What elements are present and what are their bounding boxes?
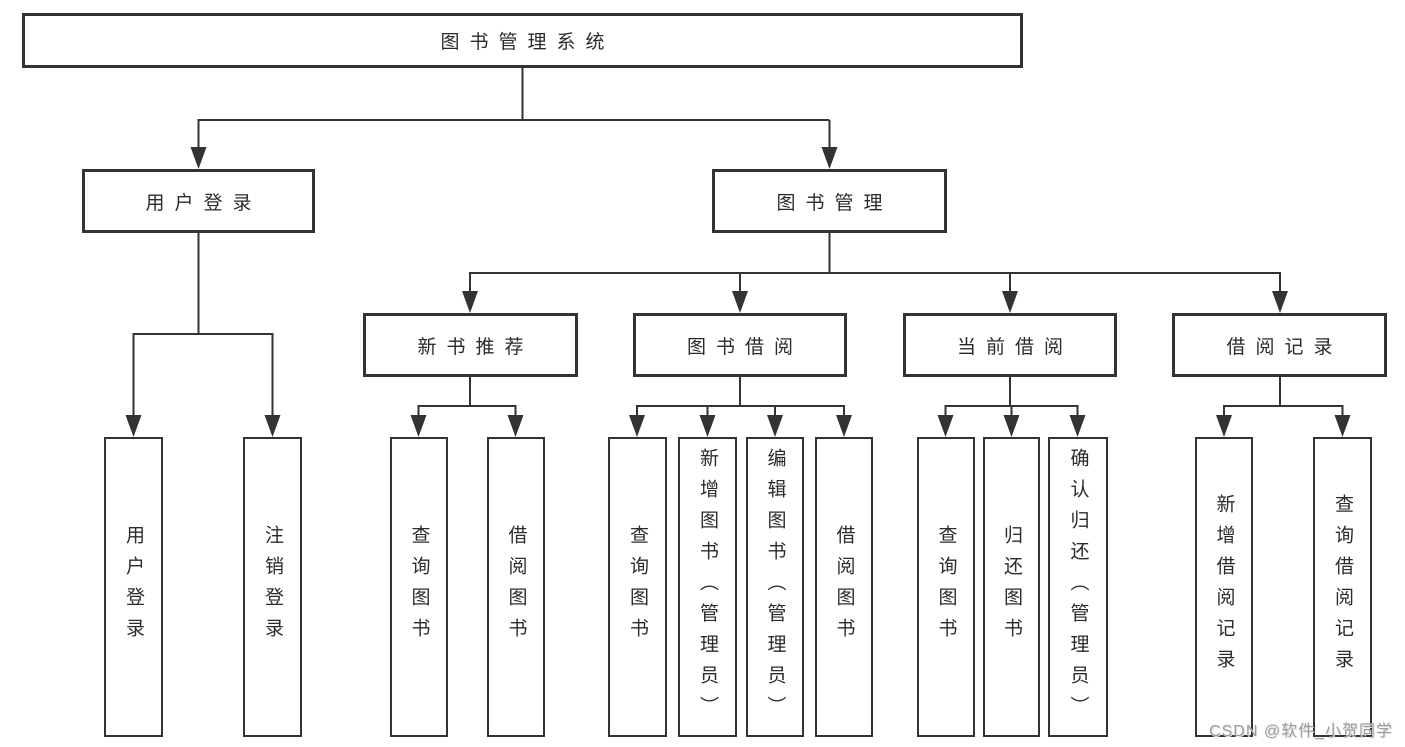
leaf-borrow-book-recommend-label: 借阅图书 [505,525,527,649]
node-borrow-records: 借阅记录 [1172,313,1387,377]
leaf-query-book-recommend-label: 查询图书 [408,525,430,649]
node-book-management: 图书管理 [712,169,947,233]
leaf-query-book-current: 查询图书 [917,437,975,737]
leaf-user-login: 用户登录 [104,437,163,737]
leaf-user-login-label: 用户登录 [123,525,144,649]
node-root-label: 图书管理系统 [440,32,615,53]
node-root: 图书管理系统 [22,13,1023,68]
node-current-borrow: 当前借阅 [903,313,1117,377]
leaf-borrow-book: 借阅图书 [815,437,873,737]
leaf-edit-book-admin-label: 编辑图书（管理员） [764,447,786,727]
node-borrow-records-label: 借阅记录 [1226,336,1343,358]
leaf-query-book-borrow-label: 查询图书 [627,525,648,649]
node-new-book-recommend-label: 新书推荐 [417,336,534,358]
leaf-add-borrow-record-label: 新增借阅记录 [1213,494,1235,680]
node-user-login-label: 用户登录 [145,192,262,214]
leaf-add-book-admin-label: 新增图书（管理员） [697,447,718,727]
node-user-login: 用户登录 [82,169,315,233]
leaf-confirm-return-admin: 确认归还（管理员） [1048,437,1108,737]
leaf-query-borrow-record: 查询借阅记录 [1313,437,1372,737]
leaf-query-book-recommend: 查询图书 [390,437,448,737]
node-current-borrow-label: 当前借阅 [956,336,1073,358]
arrowheads [125,147,1351,437]
leaf-add-book-admin: 新增图书（管理员） [678,437,737,737]
leaf-logout: 注销登录 [243,437,302,737]
leaf-borrow-book-recommend: 借阅图书 [487,437,545,737]
csdn-watermark: CSDN @软件_小贺同学 [1209,723,1393,740]
leaf-edit-book-admin: 编辑图书（管理员） [746,437,804,737]
leaf-confirm-return-admin-label: 确认归还（管理员） [1067,447,1089,727]
leaf-query-borrow-record-label: 查询借阅记录 [1332,494,1353,680]
leaf-return-book-label: 归还图书 [1001,525,1022,649]
leaf-add-borrow-record: 新增借阅记录 [1195,437,1253,737]
leaf-query-book-current-label: 查询图书 [935,525,957,649]
node-new-book-recommend: 新书推荐 [363,313,578,377]
leaf-borrow-book-label: 借阅图书 [833,525,855,649]
node-book-borrow: 图书借阅 [633,313,847,377]
leaf-logout-label: 注销登录 [262,525,283,649]
leaf-query-book-borrow: 查询图书 [608,437,667,737]
leaf-return-book: 归还图书 [983,437,1040,737]
node-book-borrow-label: 图书借阅 [686,336,803,358]
node-book-management-label: 图书管理 [776,192,893,214]
